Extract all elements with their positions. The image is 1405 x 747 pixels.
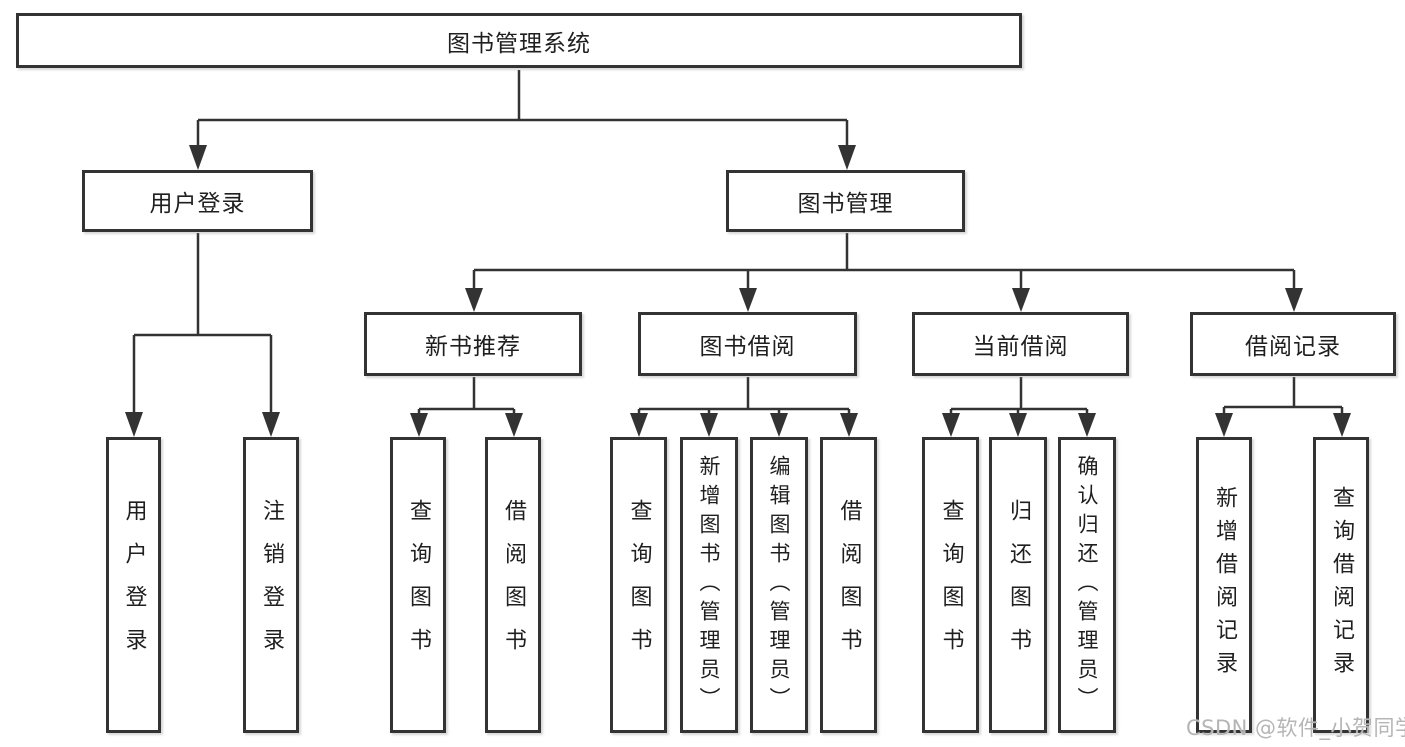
node-borrow-record: 借阅记录 [1190,312,1396,376]
node-leaf-borrow-books-2: 借阅图书 [820,437,877,733]
node-leaf-borrow-books-1: 借阅图书 [485,437,541,733]
node-leaf-return-books: 归还图书 [989,437,1047,733]
node-user-login: 用户登录 [82,170,313,232]
node-leaf-edit-books-admin-label: 编辑图书（管理员） [767,454,791,716]
node-new-book-recommend-label: 新书推荐 [425,334,521,360]
node-leaf-query-books-1: 查询图书 [390,437,446,733]
node-leaf-borrow-books-1-label: 借阅图书 [501,499,526,671]
node-leaf-user-login: 用户登录 [106,437,161,733]
node-leaf-query-books-2-label: 查询图书 [626,499,652,671]
node-leaf-return-books-label: 归还图书 [1006,499,1031,671]
node-leaf-borrow-books-2-label: 借阅图书 [836,499,862,671]
node-leaf-confirm-return-admin: 确认归还（管理员） [1058,437,1116,733]
node-leaf-confirm-return-admin-label: 确认归还（管理员） [1075,454,1099,716]
node-book-management-label: 图书管理 [797,191,894,217]
node-book-borrow: 图书借阅 [638,312,857,376]
node-leaf-add-books-admin: 新增图书（管理员） [680,437,738,733]
node-leaf-query-books-3: 查询图书 [922,437,979,733]
node-leaf-logout: 注销登录 [243,437,299,733]
node-leaf-add-borrow-record-label: 新增借阅记录 [1212,486,1237,684]
node-leaf-query-books-1-label: 查询图书 [406,499,431,671]
node-leaf-user-login-label: 用户登录 [121,499,147,671]
node-leaf-query-borrow-record: 查询借阅记录 [1313,437,1369,733]
node-borrow-record-label: 借阅记录 [1245,334,1341,360]
node-current-borrow-label: 当前借阅 [972,334,1069,360]
arrowheads [125,145,1351,437]
node-leaf-edit-books-admin: 编辑图书（管理员） [750,437,808,733]
node-leaf-query-borrow-record-label: 查询借阅记录 [1329,486,1354,684]
node-current-borrow: 当前借阅 [912,312,1129,376]
node-leaf-logout-label: 注销登录 [259,499,284,671]
node-user-login-label: 用户登录 [149,191,246,217]
node-leaf-add-borrow-record: 新增借阅记录 [1196,437,1252,733]
node-leaf-query-books-3-label: 查询图书 [938,499,964,671]
node-new-book-recommend: 新书推荐 [364,312,582,376]
node-leaf-query-books-2: 查询图书 [610,437,667,733]
csdn-watermark: CSDN @软件_小贺同学 [1186,716,1405,740]
node-leaf-add-books-admin-label: 新增图书（管理员） [697,454,721,716]
node-root-label: 图书管理系统 [447,30,591,57]
node-book-borrow-label: 图书借阅 [699,334,796,360]
node-root: 图书管理系统 [16,13,1022,68]
node-book-management: 图书管理 [726,170,965,232]
